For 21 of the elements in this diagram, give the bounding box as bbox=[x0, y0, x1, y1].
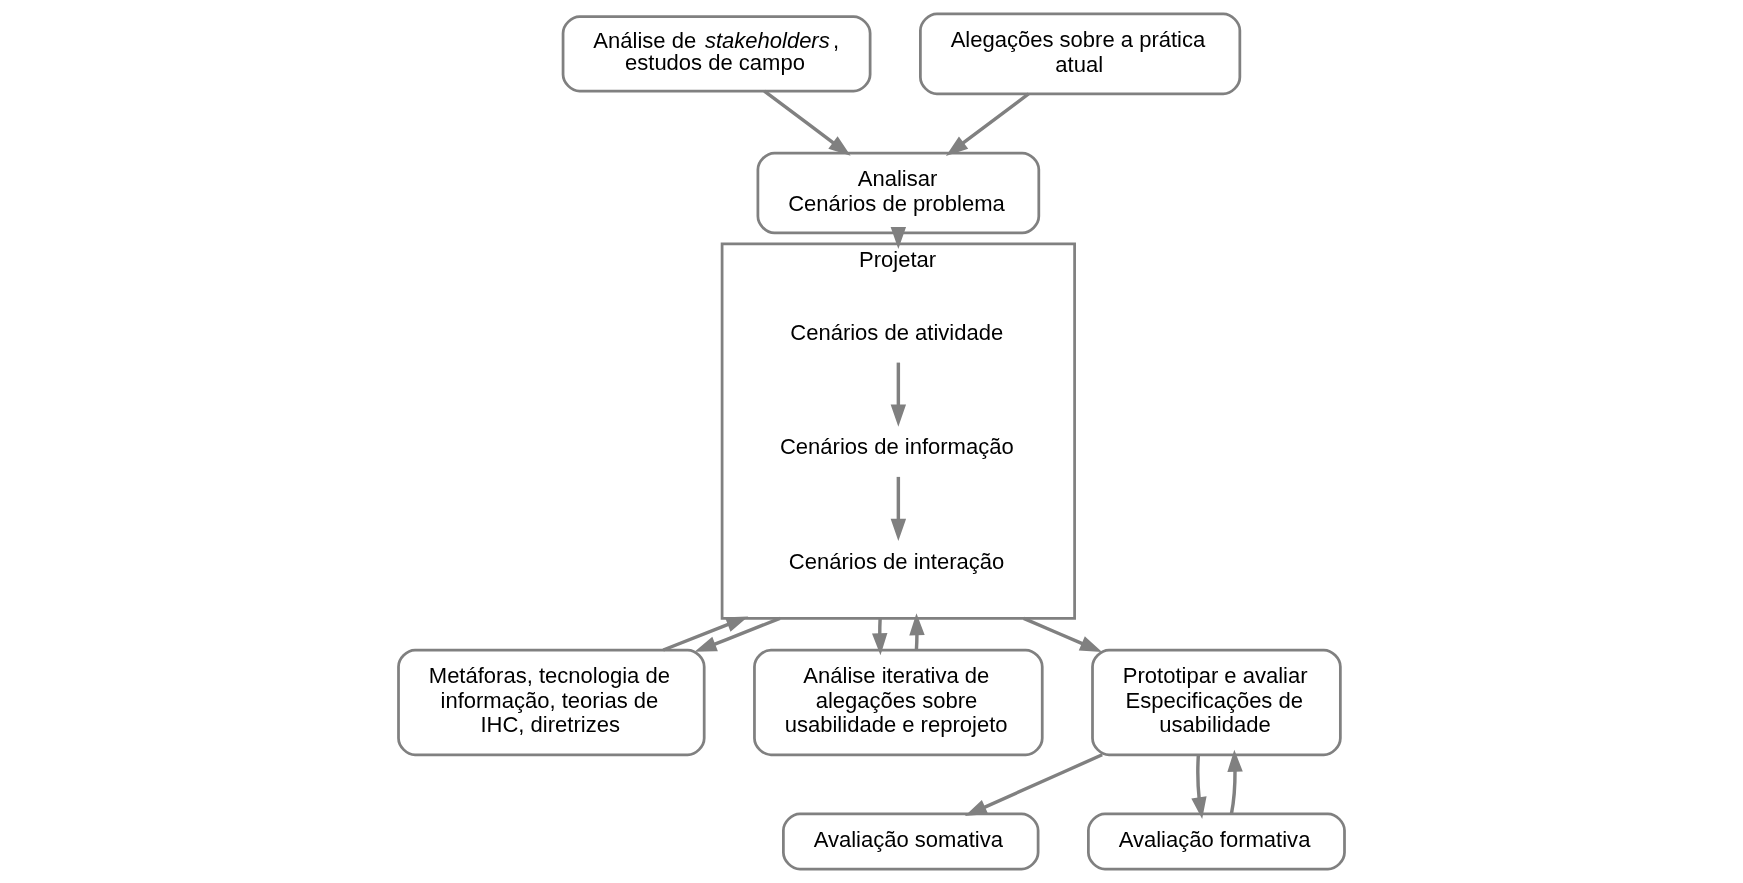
arrow bbox=[945, 92, 1030, 156]
arrow bbox=[890, 476, 907, 541]
arrow bbox=[1227, 749, 1243, 815]
arrow bbox=[1191, 754, 1207, 820]
node-text: Cenários de informação bbox=[779, 434, 1014, 460]
node-box: Análise de stakeholders, estudos de campo bbox=[561, 15, 872, 93]
arrow bbox=[662, 616, 749, 652]
node-box: Metáforas, tecnologia de informação, teorias de IHC, diretrizes bbox=[397, 648, 706, 757]
node-box: Avaliação formativa bbox=[1087, 812, 1346, 871]
node-box: Análise iterativa de alegações sobre usabilidade e reprojeto bbox=[753, 648, 1044, 757]
node-box: Alegações sobre a prática atual bbox=[919, 12, 1242, 96]
arrow bbox=[964, 753, 1103, 816]
arrow bbox=[763, 89, 851, 156]
node-box: Avaliação somativa bbox=[782, 812, 1040, 871]
node-text: Cenários de atividade bbox=[790, 320, 1004, 346]
arrow bbox=[890, 362, 907, 427]
arrow bbox=[909, 613, 925, 651]
arrow bbox=[872, 618, 888, 656]
node-text: Cenários de interação bbox=[788, 548, 1005, 574]
node-box: Prototipar e avaliar Especificações de usabilidade bbox=[1091, 648, 1342, 757]
arrow bbox=[890, 227, 907, 250]
